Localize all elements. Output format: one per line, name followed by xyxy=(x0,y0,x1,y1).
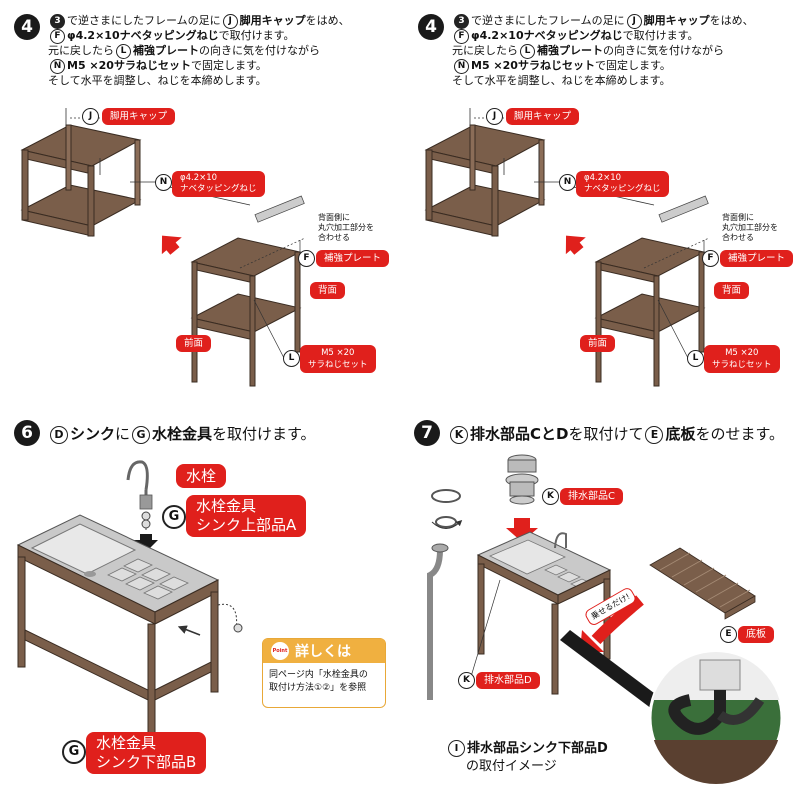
step-number-badge: 7 xyxy=(414,420,440,446)
step4-frame-illustration xyxy=(20,108,306,387)
detail-box: Point 詳しくは 同ページ内「水栓金具の取付け方法①②」を参照 xyxy=(262,638,386,708)
part-letter-K-d: K xyxy=(458,672,475,689)
front-label: 前面 xyxy=(176,335,212,352)
faucet-upper-parts-label: 水栓金具シンク上部品A xyxy=(186,495,307,537)
part-letter-K-c: K xyxy=(542,488,559,505)
part-letter-E: E xyxy=(720,626,737,643)
brace-plate-label: 補強プレート xyxy=(720,250,794,267)
bottom-board-icon xyxy=(649,547,756,620)
part-letter-G-lower: G xyxy=(62,740,86,764)
front-label: 前面 xyxy=(580,335,616,352)
brace-plate-label: 補強プレート xyxy=(316,250,390,267)
bottom-board-label: 底板 xyxy=(738,626,774,643)
detail-title: 詳しくは xyxy=(295,644,351,660)
part-letter-J: J xyxy=(82,108,99,125)
sink-illustration xyxy=(16,460,243,735)
drain-part-d-label: 排水部品D xyxy=(476,672,540,689)
step-number-badge: 4 xyxy=(14,14,40,40)
step-number-badge: 4 xyxy=(418,14,444,40)
cap-label: 脚用キャップ xyxy=(506,108,580,125)
part-letter-F: F xyxy=(702,250,719,267)
drain-part-c-label: 排水部品C xyxy=(560,488,623,505)
back-side-note: 背面側に 丸穴加工部分を 合わせる xyxy=(722,213,778,242)
step-number-badge: 6 xyxy=(14,420,40,446)
faucet-lower-parts-label: 水栓金具シンク下部品B xyxy=(86,732,207,774)
detail-text: 同ページ内「水栓金具の取付け方法①②」を参照 xyxy=(269,670,368,693)
faucet-label: 水栓 xyxy=(176,464,227,488)
back-side-note: 背面側に 丸穴加工部分を 合わせる xyxy=(318,213,374,242)
part-letter-L: L xyxy=(283,350,300,367)
drain-parts-c-icon xyxy=(505,454,539,505)
point-icon: Point xyxy=(271,642,289,660)
part-letter-G-upper: G xyxy=(162,505,186,529)
cap-label: 脚用キャップ xyxy=(102,108,176,125)
part-letter-L: L xyxy=(687,350,704,367)
part-letter-N: N xyxy=(155,174,172,191)
part-letter-F: F xyxy=(298,250,315,267)
part-letter-N: N xyxy=(559,174,576,191)
part-letter-J: J xyxy=(486,108,503,125)
back-label: 背面 xyxy=(714,282,750,299)
step4-frame-illustration xyxy=(424,108,710,387)
back-label: 背面 xyxy=(310,282,346,299)
